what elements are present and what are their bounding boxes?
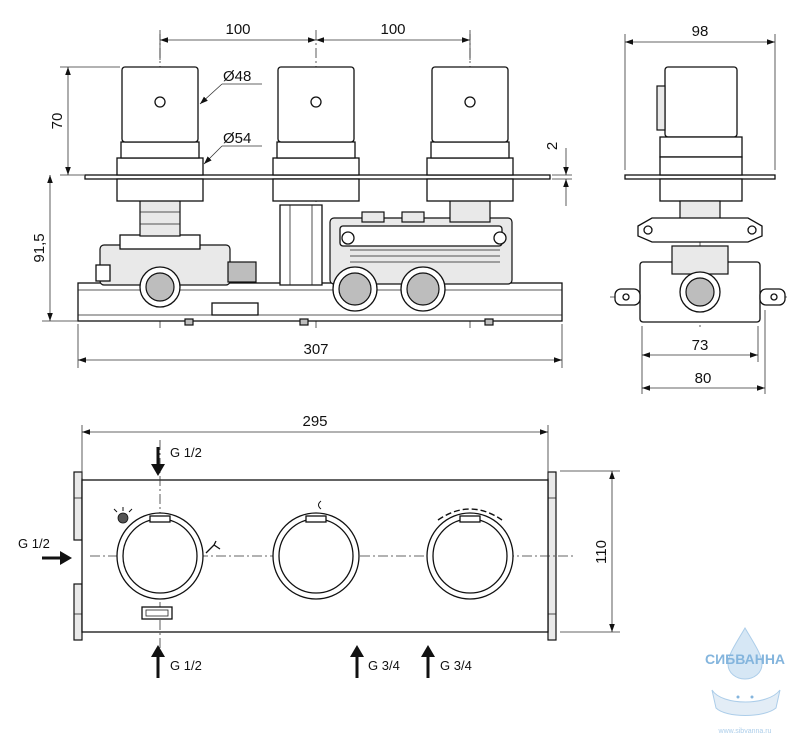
bottom-outlet-arrow-icon: [151, 645, 165, 678]
dim-body-depth: 91,5: [31, 233, 48, 262]
watermark-logo: СИБВАННА www.sibvanna.ru: [705, 627, 785, 735]
dim-side-outer: 80: [695, 370, 712, 387]
label-outlet-b: G 3/4: [440, 658, 472, 673]
side-view: 98 73 80: [610, 23, 790, 394]
shower-symbol-icon: [113, 507, 133, 524]
dim-spacing-left: 100: [225, 21, 250, 38]
dim-plate-height: 110: [593, 540, 610, 564]
label-left-inlet: G 1/2: [18, 536, 50, 551]
label-bottom-outlet: G 1/2: [170, 658, 202, 673]
dim-rosette-diameter: Ø54: [223, 130, 251, 147]
left-inlet-arrow-icon: [42, 551, 72, 565]
watermark-brand: СИБВАННА: [705, 651, 785, 667]
outlet-a-arrow-icon: [350, 645, 364, 678]
dim-side-inner: 73: [692, 337, 709, 354]
watermark-url: www.sibvanna.ru: [718, 728, 772, 735]
label-top-inlet: G 1/2: [170, 445, 202, 460]
dim-plate-length: 295: [302, 413, 327, 430]
front-view: 100 100 70 91,5 Ø48 Ø54 2 307: [31, 21, 572, 368]
dim-side-width: 98: [692, 23, 709, 40]
dim-overall-length: 307: [303, 341, 328, 358]
dim-knob-height: 70: [49, 113, 66, 130]
dim-spacing-right: 100: [380, 21, 405, 38]
tap-symbol-icon: [205, 540, 221, 554]
top-view: 295 110 G 1/2 G 1/2 G 1/2 G 3/4: [18, 413, 620, 678]
outlet-b-arrow-icon: [421, 645, 435, 678]
dim-plate-thickness: 2: [544, 142, 561, 150]
top-inlet-arrow-icon: [151, 447, 165, 476]
cold-symbol-icon: [318, 500, 322, 510]
label-plate: [141, 606, 173, 620]
label-outlet-a: G 3/4: [368, 658, 400, 673]
dim-knob-diameter: Ø48: [223, 68, 251, 85]
